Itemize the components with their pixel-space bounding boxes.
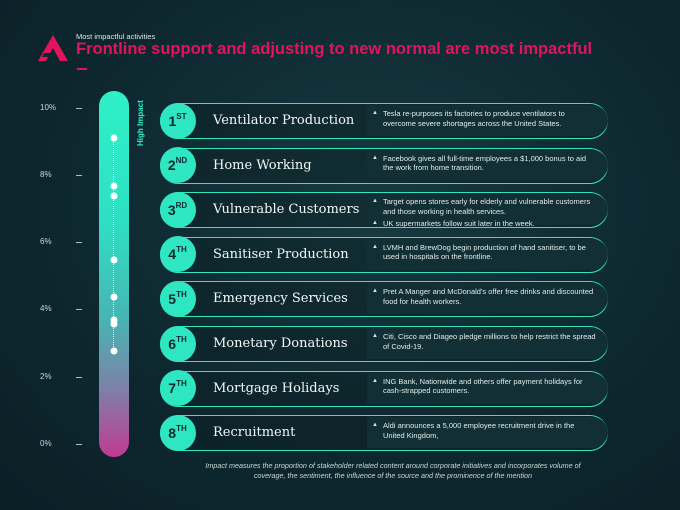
activity-row: 1ST Ventilator Production Tesla re-purpose… xyxy=(159,102,608,139)
y-axis: 10% 8% 6% 4% 2% 0% xyxy=(40,100,84,450)
activity-description: Tesla re-purposes its factories to produ… xyxy=(367,105,608,136)
rank-number: 1 xyxy=(168,112,177,129)
impact-point xyxy=(110,182,118,189)
activity-label: Sanitiser Production xyxy=(213,246,349,262)
activity-row: 7TH Mortgage Holidays ING Bank, Nationwide… xyxy=(159,370,608,407)
activity-description: Pret A Manger and McDonald's offer free … xyxy=(367,283,608,315)
rank-badge: 8TH xyxy=(159,414,196,451)
activity-label: Home Working xyxy=(213,157,312,173)
rank-badge: 6TH xyxy=(159,325,196,362)
rank-badge: 3RD xyxy=(159,191,196,228)
rank-number: 4 xyxy=(168,246,177,263)
activity-label: Mortgage Holidays xyxy=(213,380,340,396)
rank-suffix: ST xyxy=(176,111,187,121)
activity-row: 5TH Emergency Services Pret A Manger and M… xyxy=(159,280,608,318)
rank-suffix: RD xyxy=(175,200,188,210)
activity-label: Recruitment xyxy=(213,425,296,441)
activity-label: Emergency Services xyxy=(213,291,348,307)
rank-badge: 7TH xyxy=(159,370,196,407)
activity-description: LVMH and BrewDog begin production of han… xyxy=(367,238,608,270)
activity-row: 2ND Home Working Facebook gives all full-t… xyxy=(159,147,608,184)
brand-logo xyxy=(38,35,68,61)
y-tick-label: 10% xyxy=(40,103,57,112)
activity-label: Vulnerable Customers xyxy=(213,202,360,218)
y-tick: 2% xyxy=(40,372,84,382)
activity-label: Ventilator Production xyxy=(213,113,355,128)
rank-number: 3 xyxy=(167,201,176,218)
activity-note: Aldi announces a 5,000 employee recruitm… xyxy=(372,421,598,440)
rank-number: 2 xyxy=(167,157,176,174)
title-underline xyxy=(77,68,87,70)
activity-description: ING Bank, Nationwide and others offer pa… xyxy=(367,372,608,404)
impact-dotted-line xyxy=(113,139,114,351)
rank-badge: 1ST xyxy=(159,102,196,139)
activity-note: Target opens stores early for elderly an… xyxy=(372,197,598,216)
impact-point xyxy=(110,347,118,355)
activity-note: UK supermarkets follow suit later in the… xyxy=(372,219,598,229)
rank-number: 7 xyxy=(168,380,177,397)
activity-note: ING Bank, Nationwide and others offer pa… xyxy=(372,377,598,396)
footnote: Impact measures the proportion of stakeh… xyxy=(205,461,581,480)
rank-suffix: TH xyxy=(176,334,187,344)
activity-row: 8TH Recruitment Aldi announces a 5,000 emp… xyxy=(159,414,608,452)
activity-row: 3RD Vulnerable Customers Target opens stor… xyxy=(159,191,608,228)
activity-description: Facebook gives all full-time employees a… xyxy=(367,149,608,181)
rank-suffix: ND xyxy=(175,156,188,166)
y-tick: 0% xyxy=(40,439,84,449)
activity-note: Citi, Cisco and Diageo pledge millions t… xyxy=(372,332,598,351)
impact-point xyxy=(110,320,118,328)
impact-point xyxy=(110,293,118,301)
activity-note: Facebook gives all full-time employees a… xyxy=(372,154,598,173)
y-tick-label: 8% xyxy=(40,170,52,179)
activity-label: Monetary Donations xyxy=(213,336,348,351)
y-tick-label: 2% xyxy=(40,372,52,381)
section-kicker: Most impactful activities xyxy=(76,32,156,41)
impact-point xyxy=(110,256,118,264)
y-tick: 4% xyxy=(40,304,84,314)
y-tick-label: 6% xyxy=(40,237,52,246)
impact-gradient-bar xyxy=(99,91,129,457)
y-tick: 6% xyxy=(40,237,84,247)
activity-row: 6TH Monetary Donations Citi, Cisco and Dia… xyxy=(159,325,608,362)
rank-suffix: TH xyxy=(176,423,187,433)
high-impact-label: High Impact xyxy=(136,100,145,146)
rank-number: 6 xyxy=(168,335,177,352)
rank-number: 5 xyxy=(168,290,177,307)
activity-description: Citi, Cisco and Diageo pledge millions t… xyxy=(367,328,608,359)
impact-point xyxy=(110,134,118,142)
rank-suffix: TH xyxy=(176,379,187,389)
y-tick-label: 0% xyxy=(40,439,52,448)
activity-note: Tesla re-purposes its factories to produ… xyxy=(372,109,598,128)
rank-suffix: TH xyxy=(176,245,187,255)
rank-badge: 2ND xyxy=(159,147,196,184)
rank-badge: 4TH xyxy=(159,236,196,273)
activity-note: LVMH and BrewDog begin production of han… xyxy=(372,243,598,262)
y-tick: 8% xyxy=(40,170,84,180)
rank-suffix: TH xyxy=(176,289,187,299)
activity-description: Target opens stores early for elderly an… xyxy=(367,194,608,228)
rank-badge: 5TH xyxy=(159,280,196,317)
activity-note: Pret A Manger and McDonald's offer free … xyxy=(372,287,598,306)
rank-number: 8 xyxy=(168,424,177,441)
y-tick: 10% xyxy=(40,103,84,113)
page-title: Frontline support and adjusting to new n… xyxy=(76,40,593,58)
impact-point xyxy=(110,192,118,200)
activity-row: 4TH Sanitiser Production LVMH and BrewDog … xyxy=(159,236,608,273)
y-tick-label: 4% xyxy=(40,304,52,313)
activity-description: Aldi announces a 5,000 employee recruitm… xyxy=(367,417,608,449)
